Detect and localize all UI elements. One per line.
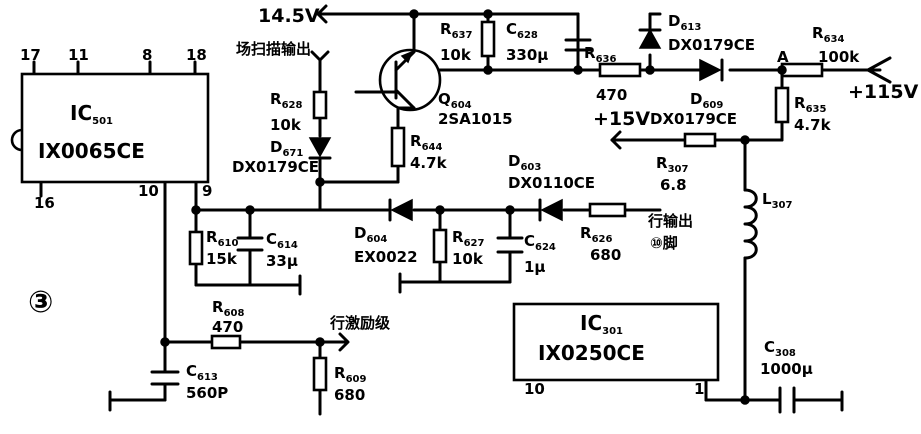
- r626-value: 680: [590, 246, 621, 264]
- r627-value: 10k: [452, 250, 484, 268]
- svg-text:R608: R608: [212, 298, 244, 319]
- supply-labels: 14.5V +15V +115V A ③ 场扫描输出 行激励级 行输出 ⑩脚: [28, 4, 919, 352]
- svg-text:R644: R644: [410, 132, 442, 153]
- svg-text:C614: C614: [266, 230, 298, 251]
- pin-mark-label: ⑩脚: [650, 234, 678, 252]
- scan-output-label: 场扫描输出: [236, 40, 311, 58]
- r636-body: [598, 62, 642, 78]
- r634-value: 100k: [818, 48, 860, 66]
- svg-text:C628: C628: [506, 20, 538, 41]
- ic501-pin-9: 9: [202, 182, 212, 200]
- ic501-pin-17: 17: [20, 46, 41, 64]
- supply-14-5v: 14.5V: [258, 5, 320, 27]
- supply-15v: +15V: [593, 108, 650, 130]
- r610-body: [188, 230, 204, 266]
- r637-value: 10k: [440, 46, 472, 64]
- r608-body: [210, 334, 242, 350]
- svg-text:D603: D603: [508, 152, 541, 173]
- node-a-label: A: [777, 48, 789, 66]
- svg-text:D609: D609: [690, 90, 723, 111]
- c308-value: 1000μ: [760, 360, 813, 378]
- line-excitation-label: 行激励级: [329, 314, 391, 332]
- ic501-part: IX0065CE: [38, 139, 145, 163]
- r644-body: [390, 126, 406, 168]
- ic301-part: IX0250CE: [538, 341, 645, 365]
- ic301: IC301 IX0250CE 10 1: [512, 302, 720, 398]
- r610-value: 15k: [206, 250, 238, 268]
- svg-text:R627: R627: [452, 228, 484, 249]
- svg-text:R610: R610: [206, 228, 238, 249]
- ic501-pin-18: 18: [186, 46, 207, 64]
- svg-text:C308: C308: [764, 338, 796, 359]
- r635-body: [774, 86, 790, 124]
- svg-text:R637: R637: [440, 20, 472, 41]
- ic501-pin-16: 16: [34, 194, 55, 212]
- line-output-label: 行输出: [647, 212, 693, 230]
- svg-text:IC301: IC301: [580, 311, 623, 337]
- r609-value: 680: [334, 386, 365, 404]
- r634-body: [780, 62, 824, 78]
- c624-value: 1μ: [524, 258, 545, 276]
- svg-text:L307: L307: [762, 190, 792, 211]
- resistors: R637 10k R636 470 R634 100k R635 4.7k R6…: [188, 20, 860, 404]
- ic501-pin-10: 10: [138, 182, 159, 200]
- svg-text:IC501: IC501: [70, 101, 113, 127]
- r626-body: [588, 202, 627, 218]
- r644-value: 4.7k: [410, 154, 448, 172]
- r628-body: [312, 90, 328, 120]
- r637-body: [480, 20, 496, 58]
- junction-dots: [160, 9, 787, 405]
- r628-value: 10k: [270, 116, 302, 134]
- d603-value: DX0110CE: [508, 174, 595, 192]
- l307-inductor: L307: [743, 188, 792, 260]
- q604-transistor: Q604 2SA1015: [378, 48, 513, 128]
- svg-text:R626: R626: [580, 224, 612, 245]
- d609-value: DX0179CE: [650, 110, 737, 128]
- r636-value: 470: [596, 86, 627, 104]
- svg-text:D604: D604: [354, 224, 387, 245]
- c628-value: 330μ: [506, 46, 548, 64]
- diodes: D613 DX0179CE D609 DX0179CE D671 DX0179C…: [232, 12, 755, 266]
- ic501-pin-8: 8: [142, 46, 152, 64]
- svg-text:C613: C613: [186, 362, 218, 383]
- svg-text:R307: R307: [656, 154, 688, 175]
- ground-marks: [108, 272, 844, 416]
- supply-115v: +115V: [848, 81, 919, 103]
- c613-value: 560P: [186, 384, 228, 402]
- svg-text:Q604: Q604: [438, 90, 472, 111]
- d604-value: EX0022: [354, 248, 418, 266]
- svg-text:D613: D613: [668, 12, 701, 33]
- c614-value: 33μ: [266, 252, 298, 270]
- wires: [32, 12, 870, 406]
- ic501-pin-11: 11: [68, 46, 89, 64]
- svg-text:R609: R609: [334, 364, 366, 385]
- ic301-pin-1: 1: [694, 380, 704, 398]
- r609-body: [312, 356, 328, 392]
- svg-text:R636: R636: [584, 44, 616, 65]
- r608-value: 470: [212, 318, 243, 336]
- svg-text:R635: R635: [794, 94, 826, 115]
- svg-text:C624: C624: [524, 232, 556, 253]
- d671-value: DX0179CE: [232, 158, 319, 176]
- svg-text:R634: R634: [812, 24, 844, 45]
- ic301-pin-10: 10: [524, 380, 545, 398]
- svg-text:R628: R628: [270, 90, 302, 111]
- r307-body: [683, 132, 717, 148]
- q604-value: 2SA1015: [438, 110, 513, 128]
- figure-number: ③: [28, 285, 53, 320]
- ic301-body: [512, 302, 720, 382]
- ic501-body: [20, 72, 210, 184]
- capacitors: C628 330μ C614 33μ C624 1μ C613 560P C30…: [150, 12, 813, 414]
- svg-text:D671: D671: [270, 138, 303, 159]
- d613-value: DX0179CE: [668, 36, 755, 54]
- r627-body: [432, 228, 448, 264]
- ic501: IC501 IX0065CE 17 11 8 18 16 10 9: [10, 46, 212, 212]
- r307-value: 6.8: [660, 176, 687, 194]
- r635-value: 4.7k: [794, 116, 832, 134]
